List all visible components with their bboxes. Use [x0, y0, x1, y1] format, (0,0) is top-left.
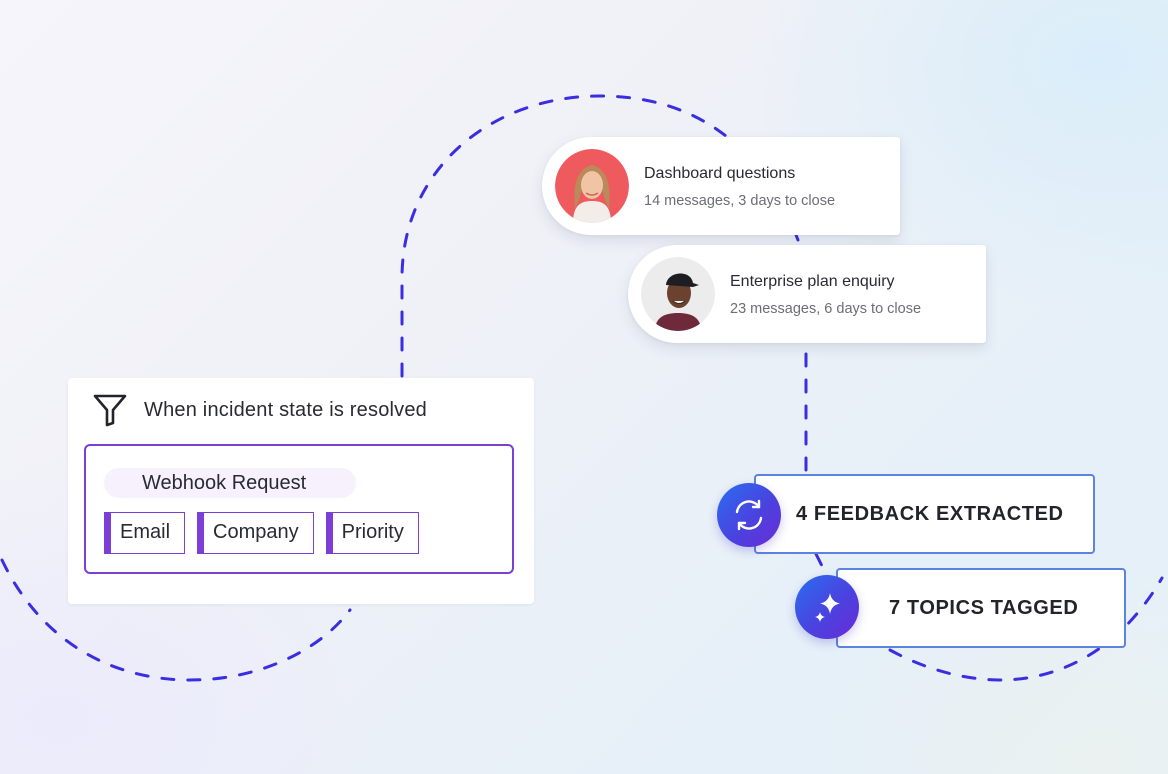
field-chip-email[interactable]: Email: [104, 512, 186, 554]
avatar: [641, 257, 715, 331]
sync-icon: [717, 483, 781, 547]
conversation-meta: 14 messages, 3 days to close: [644, 193, 836, 209]
feedback-extracted-card[interactable]: 4 FEEDBACK EXTRACTED: [754, 474, 1095, 554]
topics-tagged-card[interactable]: 7 TOPICS TAGGED: [836, 568, 1126, 648]
trigger-card[interactable]: When incident state is resolved Webhook …: [68, 378, 534, 604]
filter-icon: [92, 392, 128, 428]
sparkle-icon: [795, 575, 859, 639]
connector-results-link: [814, 552, 824, 568]
webhook-fields-box[interactable]: Webhook Request Email Company Priority: [84, 444, 514, 574]
field-chip-row: Email Company Priority: [104, 512, 431, 554]
field-chip-company[interactable]: Company: [197, 512, 314, 554]
trigger-header: When incident state is resolved: [92, 392, 427, 428]
connector-trigger-to-conversations: [400, 94, 800, 378]
avatar: [555, 149, 629, 223]
conversation-meta: 23 messages, 6 days to close: [730, 301, 922, 317]
conversation-title: Enterprise plan enquiry: [730, 273, 895, 290]
conversation-card[interactable]: Enterprise plan enquiry 23 messages, 6 d…: [628, 245, 986, 343]
conversation-title: Dashboard questions: [644, 165, 796, 182]
trigger-condition: When incident state is resolved: [144, 398, 428, 421]
field-chip-priority[interactable]: Priority: [325, 512, 419, 554]
webhook-source-pill[interactable]: Webhook Request: [104, 468, 356, 498]
conversation-card[interactable]: Dashboard questions 14 messages, 3 days …: [542, 137, 900, 235]
connector-arc-left: [0, 558, 352, 682]
